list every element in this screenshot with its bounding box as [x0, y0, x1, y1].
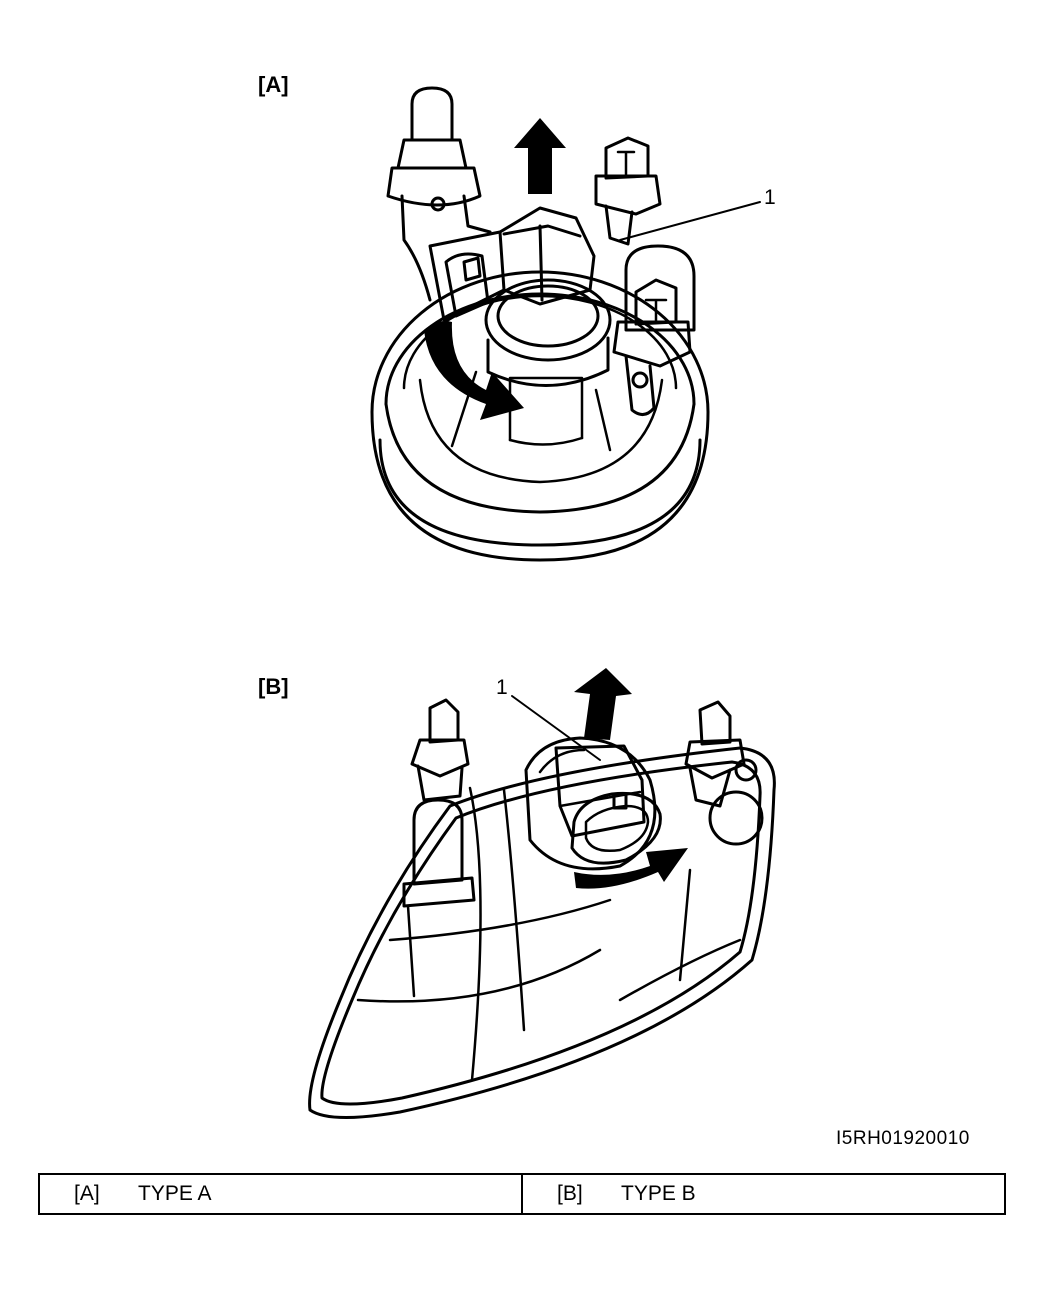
- type-a-callout-number: 1: [764, 186, 776, 209]
- type-a-leader-line: [619, 201, 761, 241]
- legend-cell-type-a: [A] TYPE A: [40, 1175, 521, 1213]
- type-a-pull-arrow-icon: [514, 118, 566, 194]
- legend-table: [A] TYPE A [B] TYPE B: [38, 1173, 1006, 1215]
- type-b-callout-number: 1: [496, 676, 508, 699]
- type-b-leader-line: [511, 695, 601, 761]
- type-a-label: [A]: [258, 72, 289, 97]
- legend-key-a: [A]: [74, 1182, 100, 1205]
- legend-key-b: [B]: [557, 1182, 583, 1205]
- type-b-rotate-arrow-icon: [574, 848, 688, 889]
- legend-cell-type-b: [B] TYPE B: [521, 1175, 1004, 1213]
- type-a-lamp-illustration: [370, 86, 710, 562]
- figure-id: I5RH01920010: [836, 1128, 970, 1149]
- type-b-label: [B]: [258, 674, 289, 699]
- legend-text-a: TYPE A: [138, 1182, 212, 1205]
- type-b-pull-arrow-icon: [574, 668, 632, 740]
- type-b-lamp-illustration: [308, 698, 776, 1119]
- legend-text-b: TYPE B: [621, 1182, 696, 1205]
- type-a-rotate-arrow-icon: [424, 321, 524, 420]
